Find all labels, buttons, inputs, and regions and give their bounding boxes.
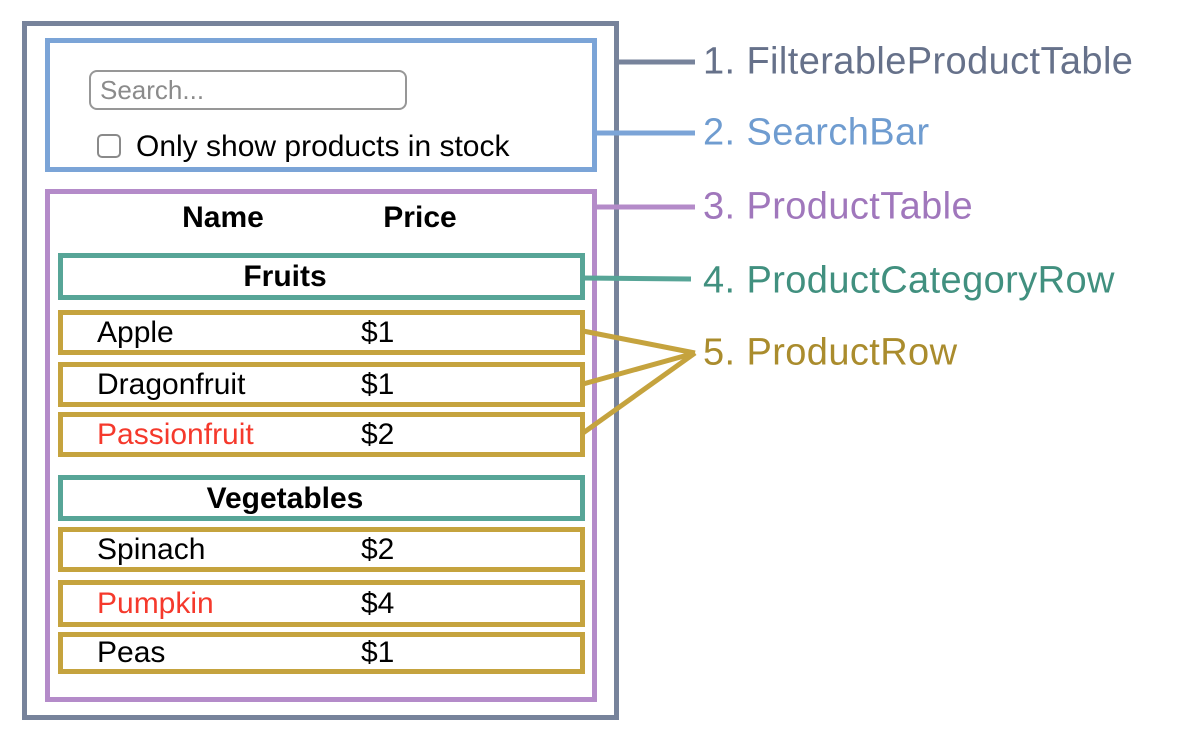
product-price: $2 xyxy=(361,417,395,451)
label-search-bar: 2. SearchBar xyxy=(703,111,930,154)
label-product-category-row: 4. ProductCategoryRow xyxy=(703,259,1115,302)
product-name: Spinach xyxy=(97,532,206,566)
product-row: Apple $1 xyxy=(58,310,585,355)
category-title: Vegetables xyxy=(206,482,364,515)
product-price: $1 xyxy=(361,315,395,349)
product-name: Pumpkin xyxy=(97,586,214,620)
product-category-row: Vegetables xyxy=(58,475,585,521)
column-header-name: Name xyxy=(182,201,264,234)
label-product-row: 5. ProductRow xyxy=(703,331,958,374)
product-row: Passionfruit $2 xyxy=(58,412,585,457)
product-price: $4 xyxy=(361,586,395,620)
in-stock-checkbox-label: Only show products in stock xyxy=(136,130,510,163)
product-table-header: Name Price xyxy=(58,196,585,240)
product-name: Apple xyxy=(97,315,174,349)
label-filterable-product-table: 1. FilterableProductTable xyxy=(703,40,1134,83)
column-header-price: Price xyxy=(383,201,457,234)
product-row: Dragonfruit $1 xyxy=(58,362,585,407)
product-name: Passionfruit xyxy=(97,417,254,451)
product-name: Dragonfruit xyxy=(97,367,246,401)
label-product-table: 3. ProductTable xyxy=(703,185,974,228)
product-price: $2 xyxy=(361,532,395,566)
product-category-row: Fruits xyxy=(58,253,585,300)
product-price: $1 xyxy=(361,367,395,401)
product-name: Peas xyxy=(97,636,166,669)
category-title: Fruits xyxy=(243,260,327,293)
search-input[interactable] xyxy=(89,70,407,110)
product-row: Peas $1 xyxy=(58,632,585,674)
in-stock-checkbox[interactable] xyxy=(97,134,121,158)
product-row: Pumpkin $4 xyxy=(58,580,585,627)
product-price: $1 xyxy=(361,636,395,669)
product-row: Spinach $2 xyxy=(58,527,585,572)
